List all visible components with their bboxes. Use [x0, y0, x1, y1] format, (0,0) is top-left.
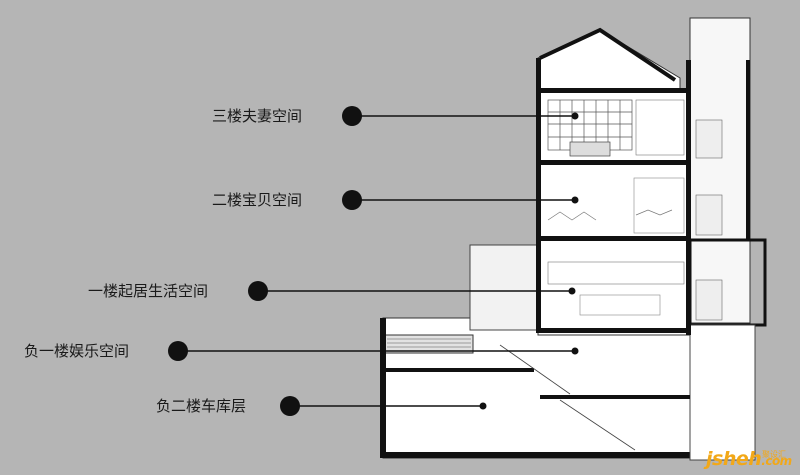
- main-tower: [537, 89, 691, 336]
- watermark-logo: jsheh.com: [706, 448, 792, 470]
- marker-dot-third: [342, 106, 362, 126]
- slab-b1: [540, 395, 690, 399]
- tower-stair: [695, 119, 723, 321]
- basement-floor-slab: [380, 452, 690, 458]
- marker-dot-b1: [168, 341, 188, 361]
- basement-left-wall: [380, 318, 386, 458]
- end-dot-first: [568, 287, 576, 295]
- roof-outline: [539, 27, 677, 82]
- slab-second: [538, 236, 690, 241]
- tower-right-wall: [686, 60, 691, 335]
- end-dot-b2: [479, 402, 487, 410]
- marker-dot-second: [342, 190, 362, 210]
- stair-tower-base: [689, 324, 756, 461]
- slab-roof: [538, 88, 690, 93]
- label-first-floor: 一楼起居生活空间: [88, 282, 209, 300]
- stair-right-wall: [746, 60, 750, 240]
- slab-third: [538, 160, 690, 165]
- cabinet: [633, 177, 685, 234]
- end-dot-second: [571, 196, 579, 204]
- slab-first: [538, 328, 690, 333]
- basement-stair: [499, 344, 636, 451]
- end-dot-b1: [571, 347, 579, 355]
- label-second-floor: 二楼宝贝空间: [212, 191, 303, 209]
- watermark-brand: jsheh: [706, 448, 762, 470]
- marker-dot-first: [248, 281, 268, 301]
- bed: [569, 141, 611, 157]
- watermark-cn: 聚设汇: [762, 450, 786, 459]
- stair-tower: [689, 17, 751, 324]
- label-basement-one: 负一楼娱乐空间: [24, 342, 130, 360]
- label-third-floor: 三楼夫妻空间: [212, 107, 303, 125]
- zigzag-railing: [547, 211, 597, 221]
- b2-ceiling-slab: [384, 368, 534, 372]
- end-dot-third: [571, 112, 579, 120]
- kitchen-cabinets: [547, 261, 685, 285]
- first-floor-left-wing: [469, 244, 541, 331]
- tower-left-wall: [536, 58, 541, 333]
- marker-dot-b2: [280, 396, 300, 416]
- watermark-domain: .com: [761, 454, 792, 468]
- zigzag-railing-right: [635, 209, 673, 216]
- label-basement-two: 负二楼车库层: [156, 397, 247, 415]
- island: [579, 294, 661, 316]
- wardrobe: [635, 99, 685, 156]
